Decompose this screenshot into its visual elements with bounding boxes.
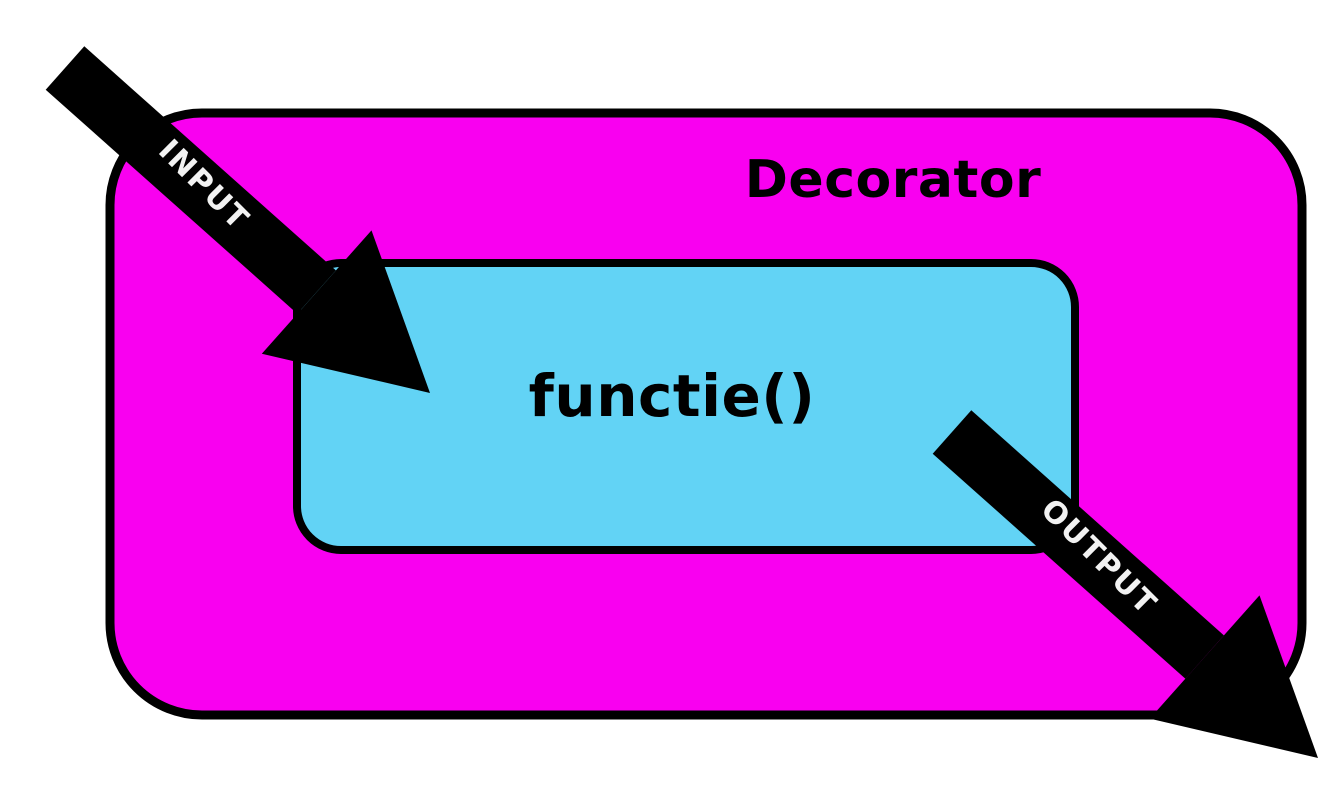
function-box[interactable] [293, 259, 1079, 554]
input-arrow-head [261, 230, 430, 393]
function-label: functie() [529, 362, 816, 430]
decorator-label: Decorator [745, 150, 1041, 210]
input-arrow-shaft [45, 46, 336, 314]
output-arrow-head [1149, 595, 1318, 758]
output-arrow-shaft [932, 410, 1224, 679]
